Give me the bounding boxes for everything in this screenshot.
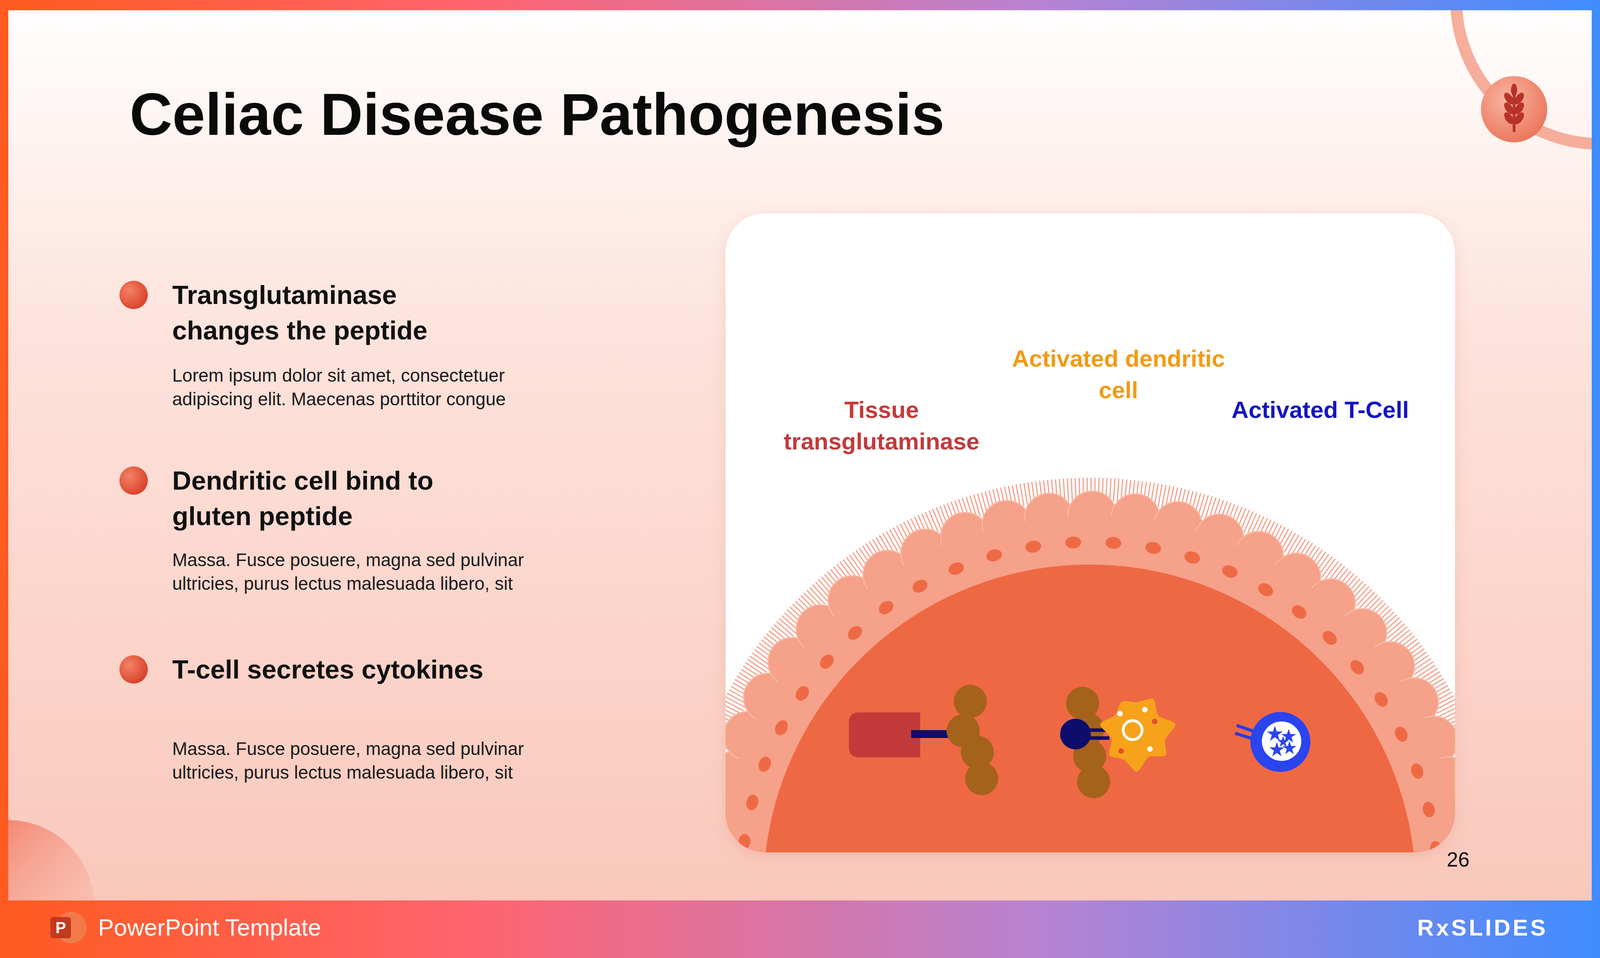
label-wrap: Massa. Fusce posuere, magna sed pulvinar… [172, 547, 583, 596]
page-number: 26 [1446, 847, 1470, 871]
bullet-heading: Dendritic cell bind to gluten peptide [172, 462, 500, 534]
footer-text: PowerPoint Template [98, 913, 322, 942]
bullet-dot [119, 280, 148, 309]
powerpoint-icon [50, 911, 87, 944]
corner-arc [1456, 0, 1600, 144]
part-label: Tissue transglutaminase [759, 394, 1004, 458]
bullet-heading: Transglutaminase changes the peptide [172, 277, 500, 348]
slide-title: Celiac Disease Pathogenesis [129, 83, 945, 146]
bullet-body: Massa. Fusce posuere, magna sed pulvinar… [172, 547, 583, 596]
label-wrap: Lorem ipsum dolor sit amet, consectetuer… [172, 363, 583, 411]
label-wrap: Massa. Fusce posuere, magna sed pulvinar… [172, 736, 583, 784]
part-label: Activated T-Cell [1225, 394, 1415, 426]
brand-logo: RxSLIDES [1417, 913, 1548, 942]
lamina-propria [763, 564, 1416, 853]
bullet-body: Lorem ipsum dolor sit amet, consectetuer… [172, 363, 583, 411]
left-bar [0, 0, 9, 958]
bullet-dot [119, 654, 148, 684]
icon-letter: P [55, 918, 67, 937]
right-bar [1591, 0, 1600, 958]
bullet-heading: T-cell secretes cytokines [172, 651, 500, 687]
label-wrap: Transglutaminase changes the peptide [172, 277, 500, 348]
bullet-body: Massa. Fusce posuere, magna sed pulvinar… [172, 736, 583, 784]
dendritic-cell-complex [1060, 686, 1176, 799]
label-wrap: RxSLIDES [1417, 913, 1548, 942]
transglutaminase-complex [848, 684, 999, 795]
title-wrap: Celiac Disease Pathogenesis [129, 83, 945, 146]
wheat-icon [1480, 76, 1548, 143]
intestinal-villus [725, 477, 1455, 853]
label-wrap: 26 [1446, 847, 1470, 871]
label-wrap: Tissue transglutaminase [759, 394, 1004, 458]
bullet-dot [119, 466, 148, 495]
label-wrap: Activated T-Cell [1225, 394, 1415, 426]
part-label: Activated dendritic cell [996, 342, 1241, 406]
label-wrap: Activated dendritic cell [996, 342, 1241, 406]
label-wrap: T-cell secretes cytokines [172, 651, 500, 687]
label-wrap: Dendritic cell bind to gluten peptide [172, 462, 500, 534]
epithelium [725, 514, 1455, 853]
t-cell [1235, 711, 1311, 772]
bottom-bar [0, 900, 1600, 958]
label-wrap: P [55, 918, 67, 937]
label-wrap: PowerPoint Template [98, 913, 322, 942]
top-bar [0, 0, 1600, 11]
